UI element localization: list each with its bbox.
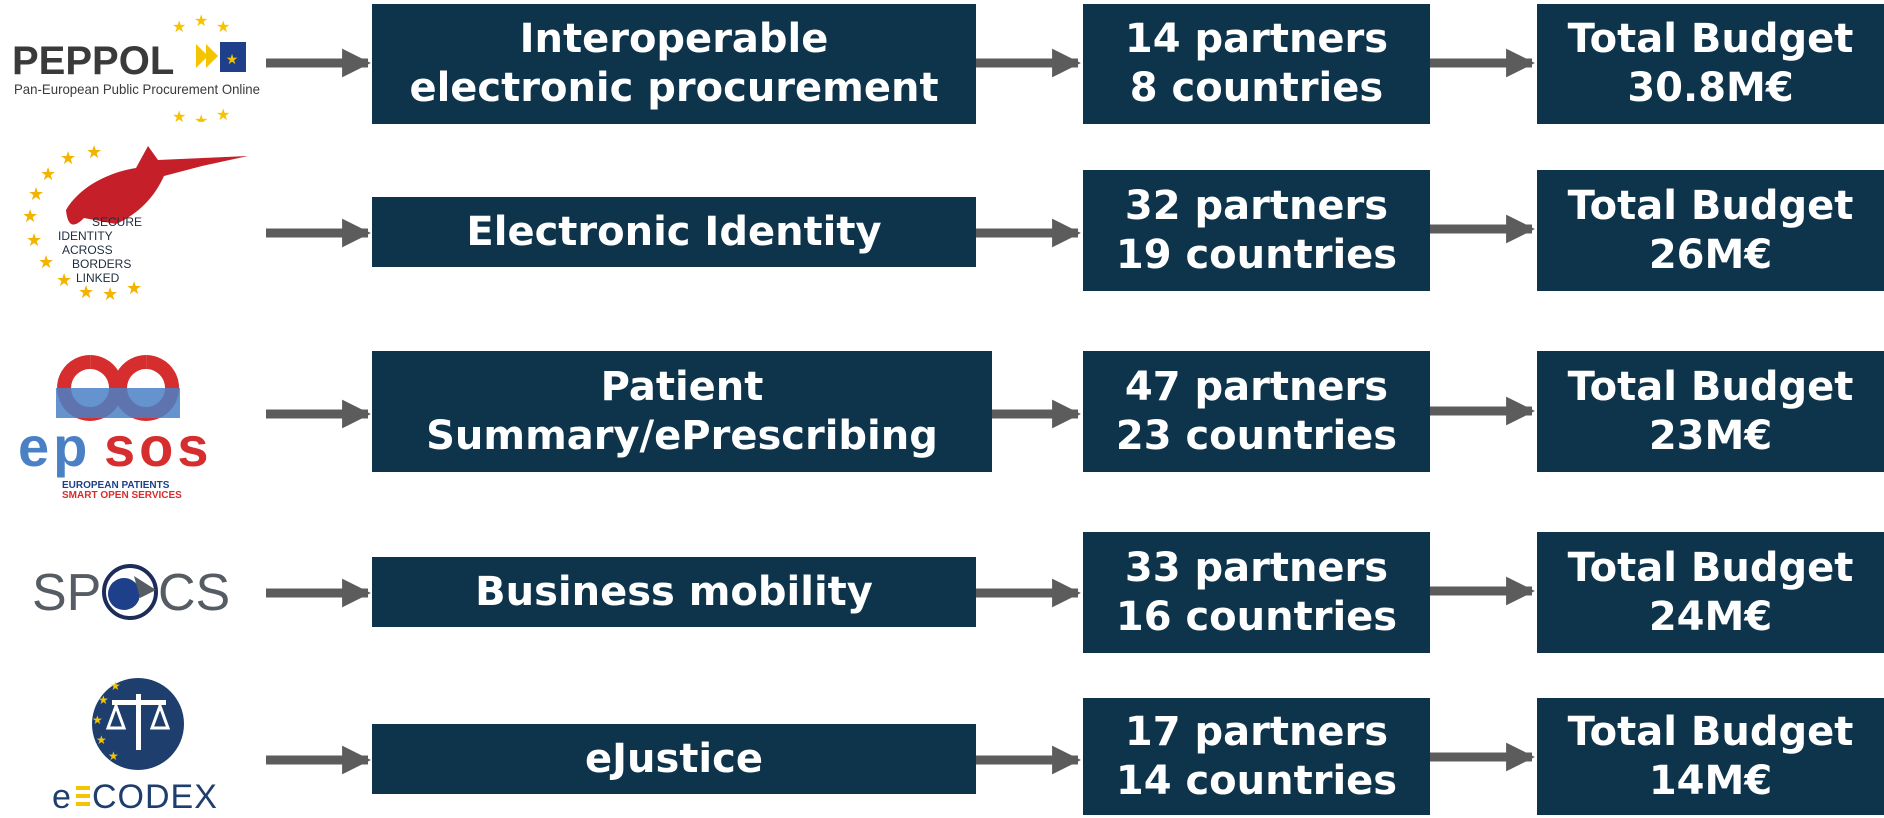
svg-text:★: ★ <box>108 749 119 763</box>
budget-box-4: Total Budget 24M€ <box>1537 532 1884 653</box>
svg-text:★: ★ <box>216 17 230 36</box>
peppol-subtitle: Pan-European Public Procurement Online <box>14 81 260 97</box>
budget-label: Total Budget <box>1567 363 1854 410</box>
program-line: eJustice <box>585 735 763 782</box>
svg-text:★: ★ <box>102 284 118 302</box>
svg-text:★: ★ <box>216 105 230 122</box>
program-box-3: Patient Summary/ePrescribing <box>372 351 992 472</box>
svg-text:★: ★ <box>226 52 239 68</box>
program-line: Business mobility <box>475 568 873 615</box>
ecodex-codex: CODEX <box>92 778 218 814</box>
partners-box-5: 17 partners 14 countries <box>1083 698 1430 815</box>
svg-text:★: ★ <box>78 282 94 302</box>
spocs-globe-icon <box>102 564 158 620</box>
stork-line-across: ACROSS <box>62 243 113 257</box>
partners-count: 33 partners <box>1124 544 1389 591</box>
partners-box-1: 14 partners 8 countries <box>1083 4 1430 124</box>
countries-count: 23 countries <box>1115 412 1398 459</box>
svg-text:★: ★ <box>110 679 121 693</box>
peppol-star-icons: ★ ★ ★ ★ ★ ★ <box>172 11 230 130</box>
countries-count: 14 countries <box>1115 757 1398 804</box>
countries-count: 16 countries <box>1115 593 1398 640</box>
stork-line-secure: SECURE <box>92 215 142 229</box>
svg-text:★: ★ <box>56 270 72 291</box>
budget-label: Total Budget <box>1567 544 1854 591</box>
epsos-logo-graphic: ep sos EUROPEAN PATIENTS SMART OPEN SERV… <box>18 355 213 501</box>
program-box-4: Business mobility <box>372 557 976 627</box>
budget-box-5: Total Budget 14M€ <box>1537 698 1884 815</box>
peppol-logo: ★ ★ ★ ★ ★ ★ ★ PEPPOL Pan-European Public… <box>8 6 263 130</box>
stork-line-linked: LINKED <box>76 271 120 285</box>
budget-value: 14M€ <box>1648 757 1773 804</box>
svg-text:★: ★ <box>172 107 186 122</box>
spocs-left-letters: SP <box>32 564 101 622</box>
epsos-logo: ep sos EUROPEAN PATIENTS SMART OPEN SERV… <box>18 350 228 502</box>
budget-value: 30.8M€ <box>1627 65 1794 111</box>
budget-value: 24M€ <box>1648 593 1773 640</box>
svg-text:★: ★ <box>60 148 76 169</box>
partners-count: 17 partners <box>1124 708 1389 755</box>
program-box-2: Electronic Identity <box>372 197 976 267</box>
budget-box-1: Total Budget 30.8M€ <box>1537 4 1884 124</box>
budget-value: 23M€ <box>1648 412 1773 459</box>
epsos-wordmark-ep: ep <box>18 415 91 478</box>
budget-label: Total Budget <box>1567 182 1854 229</box>
ecodex-logo: ★★★ ★★ e CODEX <box>50 676 230 816</box>
svg-text:★: ★ <box>86 142 102 163</box>
program-box-5: eJustice <box>372 724 976 794</box>
partners-box-2: 32 partners 19 countries <box>1083 170 1430 291</box>
svg-text:★: ★ <box>26 230 42 251</box>
svg-text:★: ★ <box>38 252 54 273</box>
stork-bird-icon <box>66 146 248 225</box>
stork-logo-graphic: ★★★ ★★★ ★★★ ★★ SECURE IDENTITY ACROSS BO… <box>22 142 248 305</box>
peppol-logo-graphic: ★ ★ ★ ★ ★ ★ ★ PEPPOL Pan-European Public… <box>12 11 260 130</box>
svg-text:★: ★ <box>92 713 103 727</box>
partners-count: 47 partners <box>1124 363 1389 410</box>
program-line: Interoperable <box>519 16 829 63</box>
partners-count: 32 partners <box>1124 182 1389 229</box>
stork-star-icons: ★★★ ★★★ ★★★ ★★ <box>22 142 142 305</box>
stork-line-borders: BORDERS <box>72 257 131 271</box>
budget-box-2: Total Budget 26M€ <box>1537 170 1884 291</box>
svg-text:★: ★ <box>40 164 56 185</box>
epsos-wordmark-sos: sos <box>104 415 213 478</box>
partners-box-4: 33 partners 16 countries <box>1083 532 1430 653</box>
countries-count: 19 countries <box>1115 231 1398 278</box>
svg-text:★: ★ <box>126 278 142 299</box>
stork-line-identity: IDENTITY <box>58 229 113 243</box>
ecodex-e: e <box>52 778 71 814</box>
epsos-line2: SMART OPEN SERVICES <box>62 490 182 501</box>
svg-text:★: ★ <box>22 206 38 227</box>
spocs-logo-graphic: SP CS <box>32 564 230 622</box>
program-line: Summary/ePrescribing <box>426 412 938 459</box>
spocs-right-letters: CS <box>158 564 230 622</box>
ecodex-logo-graphic: ★★★ ★★ e CODEX <box>52 678 218 816</box>
svg-text:★: ★ <box>172 17 186 36</box>
program-line: electronic procurement <box>409 65 939 111</box>
program-line: Patient <box>600 363 764 410</box>
stork-logo: ★★★ ★★★ ★★★ ★★ SECURE IDENTITY ACROSS BO… <box>18 142 268 305</box>
svg-text:★: ★ <box>194 11 208 30</box>
countries-count: 8 countries <box>1129 65 1384 111</box>
budget-box-3: Total Budget 23M€ <box>1537 351 1884 472</box>
budget-label: Total Budget <box>1567 16 1854 63</box>
partners-count: 14 partners <box>1124 16 1389 63</box>
peppol-title: PEPPOL <box>12 39 174 83</box>
program-box-1: Interoperable electronic procurement <box>372 4 976 124</box>
svg-text:★: ★ <box>98 693 109 707</box>
budget-value: 26M€ <box>1648 231 1773 278</box>
svg-text:★: ★ <box>28 184 44 205</box>
program-line: Electronic Identity <box>466 208 882 255</box>
epsos-line1: EUROPEAN PATIENTS <box>62 480 170 491</box>
partners-box-3: 47 partners 23 countries <box>1083 351 1430 472</box>
budget-label: Total Budget <box>1567 708 1854 755</box>
spocs-logo: SP CS <box>32 556 232 626</box>
svg-text:★: ★ <box>96 733 107 747</box>
svg-text:★: ★ <box>194 111 208 122</box>
